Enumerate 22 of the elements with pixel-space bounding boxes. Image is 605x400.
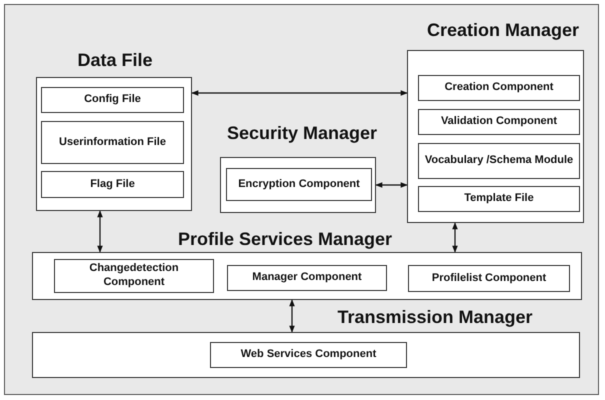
component-box: Template File [418,186,580,212]
component-box: Userinformation File [41,121,184,164]
group-heading: Profile Services Manager [176,228,394,251]
component-box: Vocabulary /Schema Module [418,143,580,179]
group-heading: Data File [76,48,154,72]
component-box: Profilelist Component [408,265,570,292]
group-heading: Security Manager [226,122,378,145]
double-arrow [289,299,295,333]
component-box: Manager Component [227,265,387,291]
component-box: Encryption Component [226,168,372,201]
component-box: Config File [41,87,184,113]
component-box: Creation Component [418,75,580,101]
component-box: Flag File [41,171,184,198]
component-box: Changedetection Component [54,259,214,293]
group-heading: Creation Manager [426,18,580,42]
component-box: Validation Component [418,109,580,135]
double-arrow [191,90,408,96]
group-heading: Transmission Manager [336,306,534,329]
double-arrow [97,210,103,253]
component-box: Web Services Component [210,342,407,368]
double-arrow [452,222,458,253]
double-arrow [375,182,408,188]
